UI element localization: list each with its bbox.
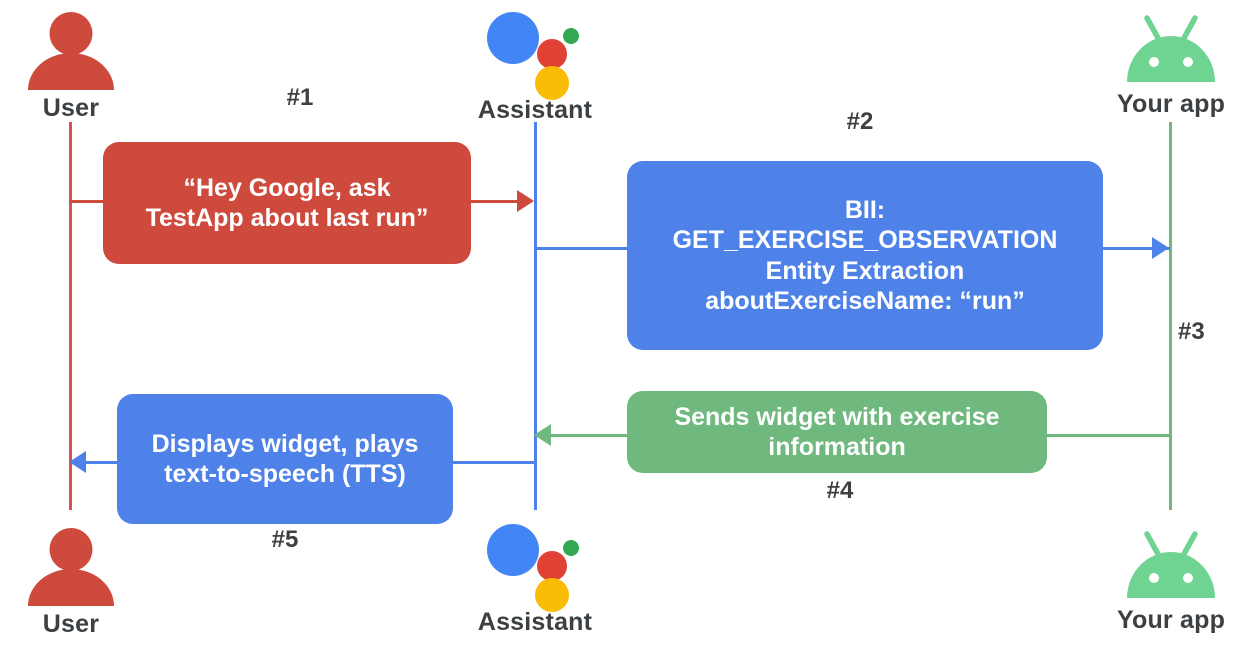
- actor-assistant-bottom: Assistant: [460, 518, 610, 635]
- assistant-icon-dot-green: [563, 540, 579, 556]
- android-icon: [1121, 528, 1221, 602]
- lifeline-your-app: [1169, 122, 1172, 510]
- arrowhead-step-2: [1152, 237, 1169, 259]
- actor-label-user-bottom: User: [42, 610, 100, 638]
- step-label-5: #5: [271, 526, 299, 553]
- actor-label-your-app-top: Your app: [1116, 90, 1226, 118]
- arrowhead-step-1: [517, 190, 534, 212]
- message-box-step-5[interactable]: Displays widget, plays text-to-speech (T…: [117, 394, 453, 524]
- message-box-step-2[interactable]: BII: GET_EXERCISE_OBSERVATION Entity Ext…: [627, 161, 1103, 350]
- assistant-icon-dot-yellow: [535, 66, 569, 100]
- user-icon-head: [49, 528, 93, 571]
- user-icon: [28, 528, 114, 606]
- message-text-step-1: “Hey Google, ask TestApp about last run”: [145, 173, 429, 233]
- actor-your-app-bottom: Your app: [1096, 528, 1244, 633]
- assistant-icon-dot-yellow: [535, 578, 569, 612]
- message-text-step-4: Sends widget with exercise information: [674, 402, 1000, 462]
- actor-your-app-top: Your app: [1096, 12, 1244, 117]
- assistant-icon-dot-red: [537, 551, 567, 581]
- actor-user-bottom: User: [0, 528, 146, 637]
- arrowhead-step-5: [69, 451, 86, 473]
- lifeline-assistant: [534, 122, 537, 510]
- actor-user-top: User: [0, 12, 146, 121]
- actor-assistant-top: Assistant: [460, 6, 610, 123]
- message-text-step-5: Displays widget, plays text-to-speech (T…: [151, 429, 419, 489]
- assistant-icon-dot-red: [537, 39, 567, 69]
- actor-label-assistant-bottom: Assistant: [477, 608, 593, 636]
- user-icon-head: [49, 12, 93, 55]
- step-label-1: #1: [286, 84, 314, 111]
- step-label-4: #4: [826, 477, 854, 504]
- assistant-icon-dot-blue: [487, 12, 539, 64]
- actor-label-user-top: User: [42, 94, 100, 122]
- assistant-icon: [487, 6, 583, 102]
- message-text-step-2: BII: GET_EXERCISE_OBSERVATION Entity Ext…: [672, 195, 1058, 316]
- arrowhead-step-4: [534, 424, 551, 446]
- actor-label-your-app-bottom: Your app: [1116, 606, 1226, 634]
- lifeline-user: [69, 122, 72, 510]
- user-icon: [28, 12, 114, 90]
- step-label-3: #3: [1178, 318, 1205, 345]
- actor-label-assistant-top: Assistant: [477, 96, 593, 124]
- message-box-step-4[interactable]: Sends widget with exercise information: [627, 391, 1047, 473]
- assistant-icon: [487, 518, 583, 614]
- assistant-icon-dot-green: [563, 28, 579, 44]
- user-icon-body: [28, 53, 114, 90]
- message-box-step-1[interactable]: “Hey Google, ask TestApp about last run”: [103, 142, 471, 264]
- android-icon: [1121, 12, 1221, 86]
- user-icon-body: [28, 569, 114, 606]
- assistant-icon-dot-blue: [487, 524, 539, 576]
- step-label-2: #2: [846, 108, 874, 135]
